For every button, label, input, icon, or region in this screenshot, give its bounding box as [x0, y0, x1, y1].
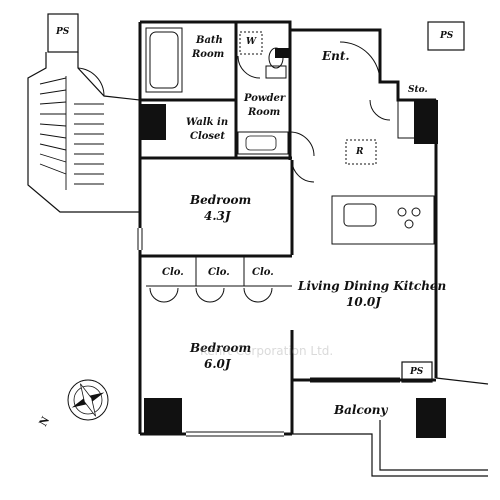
balcony-outline	[292, 433, 488, 477]
ps-box-top-left	[47, 13, 79, 53]
kitchen-sink	[343, 203, 377, 227]
ps-label-balcony: PS	[410, 367, 424, 377]
bath-room-label-line1: Bath	[196, 35, 223, 46]
ldk-size: 10.0J	[346, 295, 381, 309]
compass-rose	[67, 379, 109, 421]
toilet	[265, 47, 287, 79]
bathtub	[145, 27, 183, 93]
wall-top	[140, 20, 436, 102]
stove-burner	[397, 207, 407, 217]
powder-door	[289, 131, 315, 157]
storage-label: Sto.	[408, 85, 428, 95]
walk-in-closet-label-line2: Closet	[190, 131, 226, 142]
walk-in-closet-label-line1: Walk in	[186, 117, 229, 128]
column-right-top	[414, 100, 438, 144]
bedroom-large-size: 6.0J	[204, 357, 231, 371]
column-balcony	[416, 398, 446, 438]
closet-door-3	[243, 287, 273, 303]
staircase	[39, 76, 104, 190]
stair-hall-outline	[27, 52, 141, 213]
balcony-rail	[435, 377, 489, 385]
bedroom-small-name: Bedroom	[190, 193, 252, 207]
ps-box-top-right	[427, 21, 465, 51]
closet-door-2	[195, 287, 225, 303]
powder-room-label-line1: Powder	[244, 93, 286, 104]
ps-box-balcony	[401, 361, 433, 383]
column-left	[140, 104, 166, 140]
kitchen-counter	[331, 195, 435, 245]
powder-room-label-line2: Room	[248, 107, 281, 118]
closet-label-1: Clo.	[162, 267, 184, 278]
entrance-door	[339, 41, 381, 83]
balcony-label: Balcony	[334, 403, 388, 417]
fridge-box	[345, 139, 377, 165]
bedroom-door	[291, 159, 315, 183]
bath-door	[237, 55, 261, 79]
ps-label-top-left: PS	[56, 27, 70, 37]
entrance-label: Ent.	[322, 49, 350, 63]
ldk-name: Living Dining Kitchen	[298, 279, 447, 293]
column-bedroom	[144, 398, 182, 434]
closet-label-3: Clo.	[252, 267, 274, 278]
powder-sink	[237, 131, 289, 155]
storage-box	[397, 99, 437, 139]
bath-room-label-line2: Room	[192, 49, 225, 60]
bedroom-large-name: Bedroom	[190, 341, 252, 355]
bedroom-small-size: 4.3J	[204, 209, 231, 223]
stair-door	[77, 67, 105, 97]
ps-label-top-right: PS	[440, 31, 454, 41]
washer-label: W	[246, 37, 257, 47]
watermark: Kenrt Corporation Ltd.	[200, 344, 334, 358]
storage-door	[369, 99, 391, 121]
washer-box	[239, 31, 263, 55]
refrigerator-label: R	[356, 147, 364, 157]
closet-door-1	[149, 287, 179, 303]
closet-label-2: Clo.	[208, 267, 230, 278]
